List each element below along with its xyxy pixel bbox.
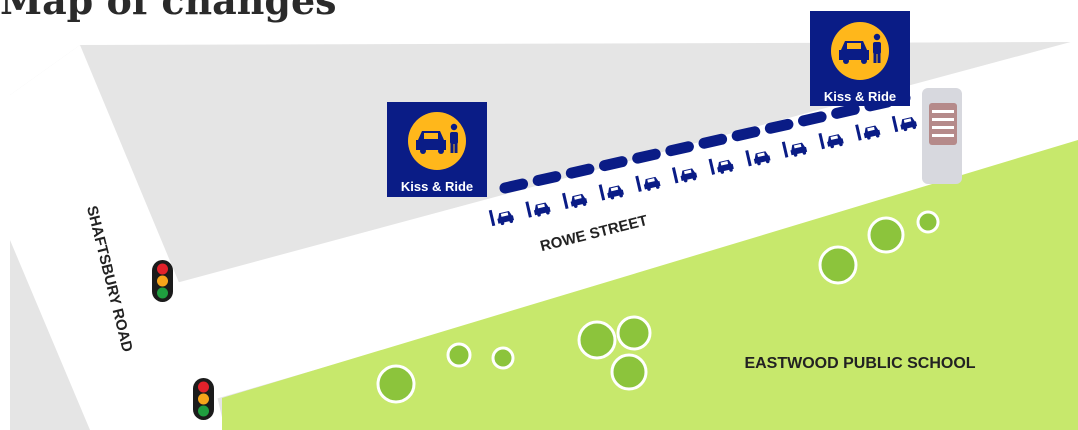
car-and-person-icon [839,33,881,64]
car-icon [900,117,918,132]
rowe-street [150,40,1078,402]
parking-bay [708,158,734,175]
kiss-and-ride-sign: Kiss & Ride [810,11,910,106]
tree [577,320,617,360]
page-title: Map of changes [0,0,337,23]
tree [610,353,648,391]
car-icon [680,168,698,183]
parking-bays [488,115,918,227]
car-icon [827,134,844,149]
trees [376,210,940,404]
sign-label: Kiss & Ride [401,179,473,194]
tree [376,364,416,404]
car-icon [570,193,588,208]
parking-bay [598,184,624,201]
school-grounds [222,140,1078,430]
traffic-light-icon [193,378,214,420]
tree [867,216,905,254]
parking-bay [525,201,551,218]
kiss-and-ride-sign: Kiss & Ride [387,102,487,197]
tree [616,315,652,351]
car-icon [533,202,551,217]
parking-bay [891,115,918,133]
car-and-person-icon [416,123,458,154]
car-icon [643,176,661,191]
tree [818,245,858,285]
kiss-and-ride-zone-line [499,92,911,194]
parking-bay [635,175,661,192]
tree [916,210,940,234]
tree [446,342,472,368]
sign-label: Kiss & Ride [824,89,896,104]
parking-bay [488,209,515,227]
parking-bay [745,150,771,167]
pedestrian-crossing [922,88,962,184]
traffic-light-icon [152,260,173,302]
tree [491,346,515,370]
parking-bay [781,141,808,158]
shaftsbury-road [10,45,225,430]
car-icon [497,211,515,226]
school-label: EASTWOOD PUBLIC SCHOOL [744,355,975,372]
car-icon [717,159,734,174]
car-icon [863,125,881,140]
car-icon [753,151,771,166]
parking-bay [855,124,881,141]
parking-bay [818,132,844,150]
parking-bay [562,192,588,210]
car-icon [790,142,808,157]
parking-bay [671,167,698,184]
car-icon [607,185,624,200]
